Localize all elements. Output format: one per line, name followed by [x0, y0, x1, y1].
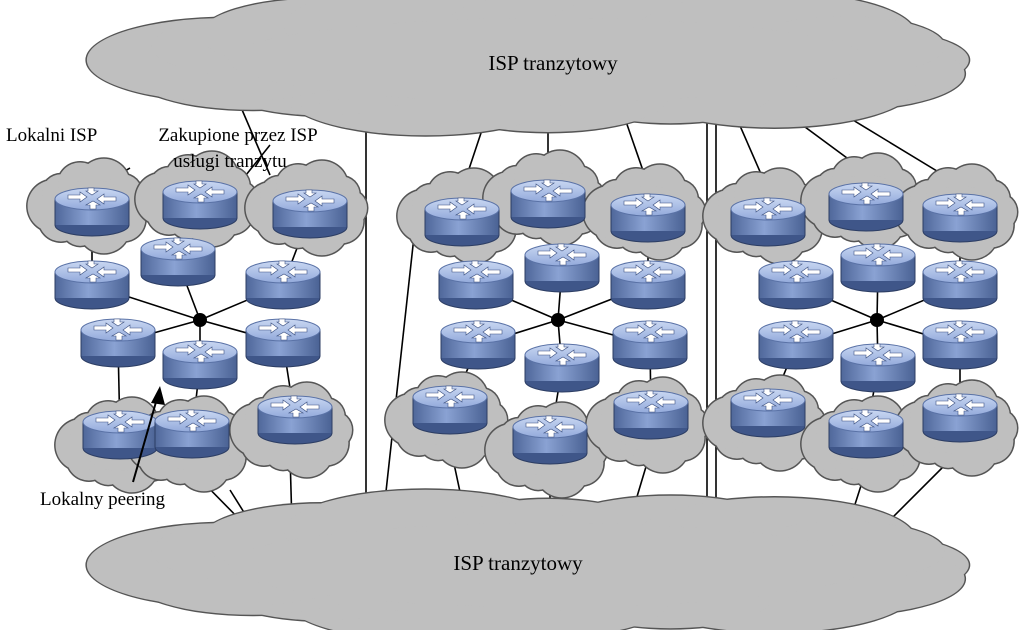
- transit-isp-cloud-bottom: [85, 488, 971, 635]
- transit-interconnect: [381, 199, 419, 529]
- router-icon: [922, 260, 998, 310]
- router-icon: [54, 187, 130, 237]
- router-icon: [613, 390, 689, 440]
- bottom-cloud-label: ISP tranzytowy: [453, 551, 583, 575]
- router-icon: [412, 385, 488, 435]
- router-icon: [524, 343, 600, 393]
- router-icon: [840, 243, 916, 293]
- router-icon: [272, 189, 348, 239]
- router-icon: [758, 260, 834, 310]
- purchased-transit-label-line2: usługi tranzytu: [173, 151, 287, 172]
- router-icon: [80, 318, 156, 368]
- router-icon: [257, 395, 333, 445]
- router-icon: [610, 260, 686, 310]
- router-icon: [828, 182, 904, 232]
- hub-node-icon: [870, 313, 884, 327]
- router-icon: [730, 197, 806, 247]
- router-icon: [154, 409, 230, 459]
- local-peering-arrow: [132, 386, 165, 483]
- local-peering-label: Lokalny peering: [40, 489, 166, 510]
- router-icon: [512, 415, 588, 465]
- transit-clouds: [85, 0, 971, 635]
- hub-node-icon: [193, 313, 207, 327]
- router-icon: [610, 193, 686, 243]
- top-cloud-label: ISP tranzytowy: [488, 51, 618, 75]
- transit-isp-cloud-top: [85, 0, 971, 137]
- router-icon: [245, 318, 321, 368]
- router-icon: [245, 260, 321, 310]
- router-icon: [162, 180, 238, 230]
- router-icon: [922, 393, 998, 443]
- router-icon: [440, 320, 516, 370]
- router-icon: [524, 243, 600, 293]
- routers-layer: [54, 179, 998, 465]
- hubs-layer: [193, 313, 884, 327]
- router-icon: [162, 340, 238, 390]
- router-icon: [840, 343, 916, 393]
- local-isp-label: Lokalni ISP: [6, 125, 97, 146]
- router-icon: [510, 179, 586, 229]
- router-icon: [730, 388, 806, 438]
- router-icon: [82, 410, 158, 460]
- router-icon: [424, 197, 500, 247]
- router-icon: [828, 409, 904, 459]
- hub-node-icon: [551, 313, 565, 327]
- router-icon: [54, 260, 130, 310]
- router-icon: [438, 260, 514, 310]
- purchased-transit-label-line1: Zakupione przez ISP: [158, 125, 317, 146]
- router-icon: [758, 320, 834, 370]
- router-icon: [922, 193, 998, 243]
- router-icon: [922, 320, 998, 370]
- router-icon: [612, 320, 688, 370]
- transit-uplink: [239, 104, 271, 176]
- router-icon: [140, 237, 216, 287]
